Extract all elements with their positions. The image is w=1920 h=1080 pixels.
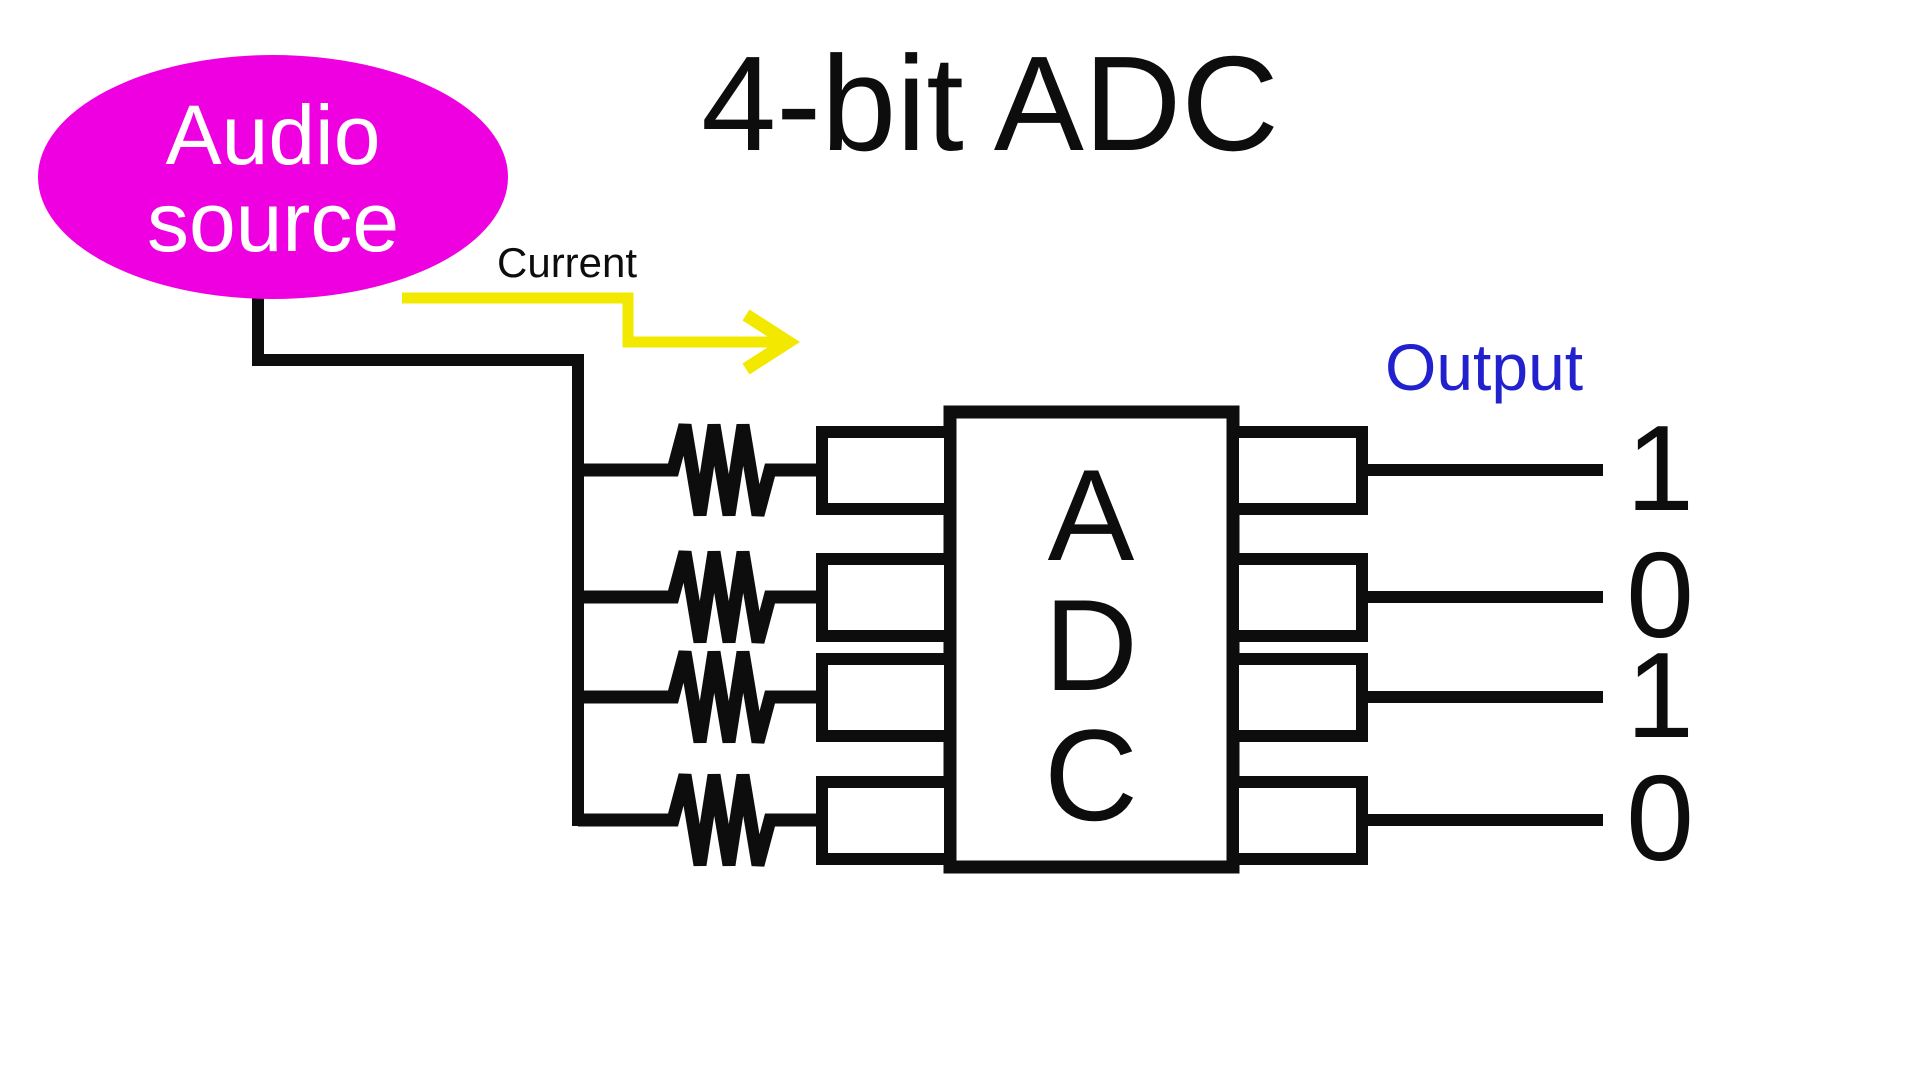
output-bit-2: 0 xyxy=(1626,527,1694,663)
current-arrow-head-icon xyxy=(742,309,801,375)
adc-input-pin-2 xyxy=(816,553,956,642)
resistor-branch-1 xyxy=(578,423,822,517)
adc-output-pin-4 xyxy=(1227,776,1368,865)
resistor-branch-3 xyxy=(578,650,822,744)
audio-source-ellipse xyxy=(38,55,508,299)
current-label: Current xyxy=(497,239,637,286)
adc-output-pin-1 xyxy=(1227,426,1368,515)
output-bit-3: 1 xyxy=(1626,627,1694,763)
adc-letter-a: A xyxy=(1048,442,1135,588)
adc-input-pin-1 xyxy=(816,426,956,515)
audio-source-label-line1: Audio xyxy=(166,88,381,182)
adc-output-pin-2 xyxy=(1227,553,1368,642)
output-bit-1: 1 xyxy=(1626,400,1694,536)
adc-input-pin-4 xyxy=(816,776,956,865)
adc-letter-c: C xyxy=(1044,702,1138,848)
adc-input-pin-3 xyxy=(816,653,956,742)
adc-letter-d: D xyxy=(1044,572,1138,718)
resistor-branch-4 xyxy=(578,773,822,867)
source-wire xyxy=(252,296,673,826)
resistor-branch-2 xyxy=(578,550,822,644)
audio-source-label-line2: source xyxy=(147,175,399,269)
current-arrow xyxy=(402,292,786,348)
output-label: Output xyxy=(1385,330,1583,404)
diagram-title: 4-bit ADC xyxy=(701,28,1279,179)
adc-output-pin-3 xyxy=(1227,653,1368,742)
output-bit-4: 0 xyxy=(1626,750,1694,886)
